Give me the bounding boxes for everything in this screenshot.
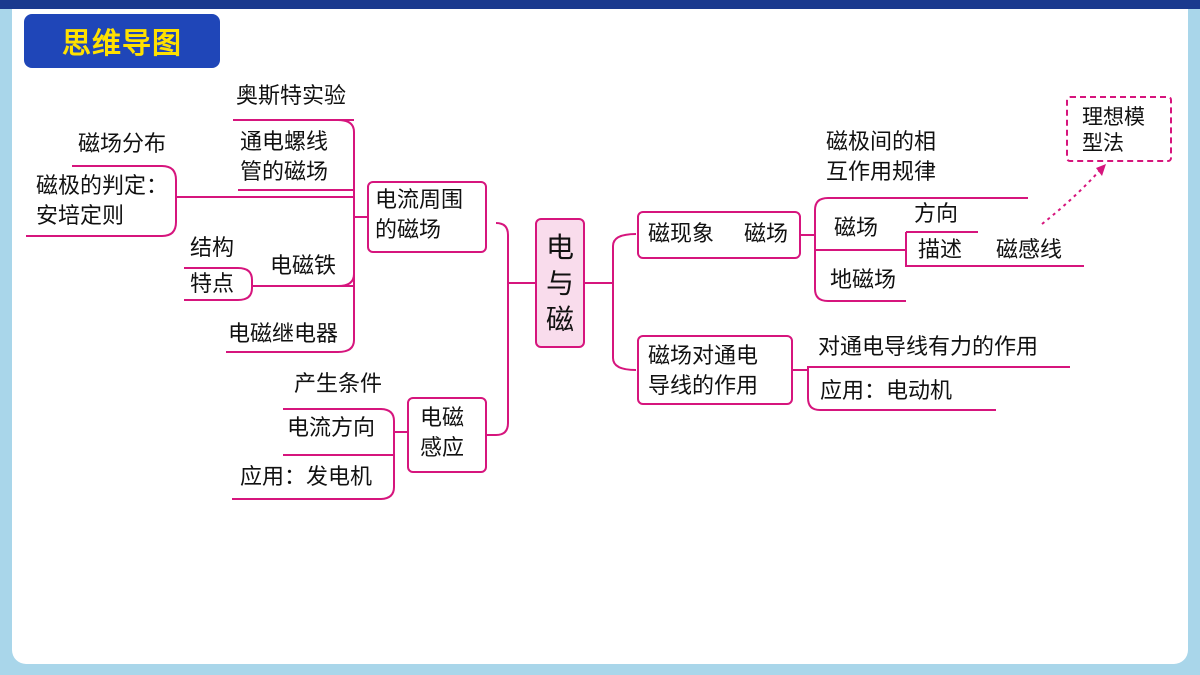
node-earth-field: 地磁场	[830, 268, 897, 293]
node-field-distribution: 磁场分布	[78, 132, 167, 157]
top-bar	[0, 0, 1200, 9]
node-structure: 结构	[190, 236, 235, 261]
node-current-direction: 电流方向	[287, 416, 376, 441]
node-describe: 描述	[918, 238, 963, 263]
node-force-line1: 磁场对通电	[648, 344, 759, 369]
node-induction-line2: 感应	[420, 436, 465, 461]
node-current-field: 电流周围 的磁场	[375, 186, 463, 246]
node-ideal-model-line2: 型法	[1082, 131, 1124, 155]
node-induction-line1: 电磁	[420, 406, 465, 431]
node-force-line2: 导线的作用	[648, 374, 759, 399]
node-solenoid-line2: 管的磁场	[240, 160, 329, 185]
node-pole-rule-line2: 互作用规律	[826, 160, 937, 185]
center-node: 电 与 磁	[535, 218, 585, 348]
node-generator: 应用：发电机	[240, 465, 373, 490]
node-field: 磁场	[744, 222, 789, 247]
node-force: 磁场对通电 导线的作用	[648, 342, 758, 402]
node-solenoid-line1: 通电螺线	[240, 130, 329, 155]
node-force-description: 对通电导线有力的作用	[818, 335, 1039, 360]
node-relay: 电磁继电器	[228, 322, 339, 347]
node-field-lines: 磁感线	[996, 238, 1063, 263]
node-field-sub: 磁场	[834, 216, 879, 241]
node-ideal-model: 理想模 型法	[1066, 96, 1172, 162]
node-direction: 方向	[914, 202, 959, 227]
center-char-3: 磁	[545, 303, 574, 336]
content-panel	[12, 9, 1188, 664]
node-current-field-line1: 电流周围	[375, 188, 464, 213]
node-solenoid: 通电螺线 管的磁场	[240, 128, 328, 188]
node-electromagnet: 电磁铁	[270, 254, 337, 279]
node-ideal-model-line1: 理想模	[1082, 105, 1145, 129]
center-char-1: 电	[545, 231, 574, 264]
node-current-field-line2: 的磁场	[375, 218, 442, 243]
center-char-2: 与	[545, 267, 574, 300]
node-pole-rule: 磁极间的相 互作用规律	[826, 128, 936, 188]
node-pole-judge-line2: 安培定则	[36, 204, 125, 229]
node-motor: 应用：电动机	[820, 379, 953, 404]
node-phenomena: 磁现象	[648, 222, 715, 247]
node-pole-judge-line1: 磁极的判定：	[36, 174, 169, 199]
node-induction: 电磁 感应	[420, 404, 464, 464]
node-oersted: 奥斯特实验	[236, 84, 347, 109]
node-features: 特点	[190, 272, 235, 297]
page-title: 思维导图	[24, 14, 220, 68]
node-pole-rule-line1: 磁极间的相	[826, 130, 937, 155]
node-pole-judge: 磁极的判定： 安培定则	[36, 172, 168, 232]
node-conditions: 产生条件	[294, 372, 383, 397]
